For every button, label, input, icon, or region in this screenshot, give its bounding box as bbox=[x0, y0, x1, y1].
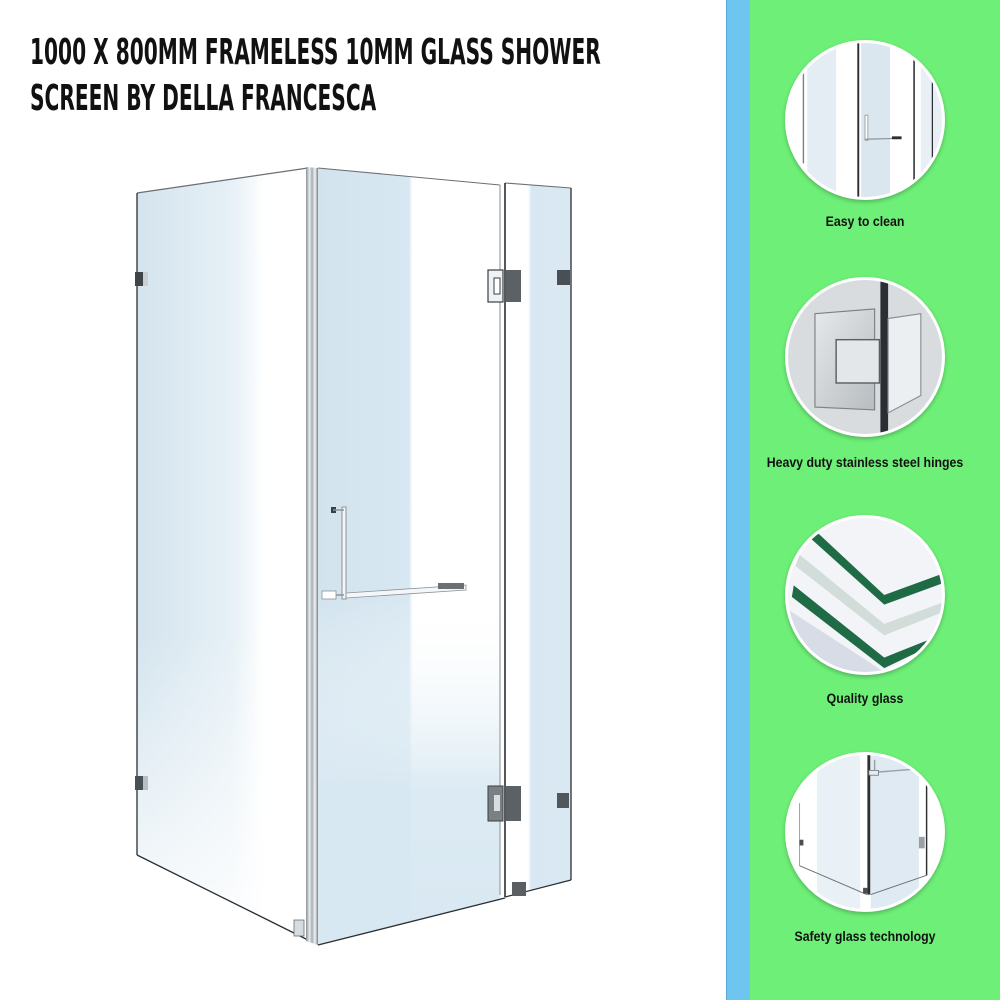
feature-label: Quality glass bbox=[826, 690, 904, 706]
right-fixed-panel bbox=[504, 182, 572, 898]
front-door-panel bbox=[317, 167, 506, 946]
corner-post bbox=[306, 167, 318, 945]
door-hinges bbox=[487, 269, 521, 822]
door-handle-towel-bar bbox=[321, 506, 467, 600]
shower-door-closeup-icon bbox=[785, 40, 945, 200]
product-image-area: 1000 x 800mm Frameless 10mm Glass Shower… bbox=[30, 32, 601, 946]
hinge-closeup-icon bbox=[785, 277, 945, 437]
product-title: 1000 x 800mm Frameless 10mm Glass Shower… bbox=[30, 30, 730, 122]
blue-accent-stripe bbox=[726, 0, 750, 1000]
feature-label: Safety glass technology bbox=[794, 928, 936, 944]
glass-layers-icon bbox=[785, 515, 945, 675]
left-fixed-panel bbox=[135, 167, 309, 941]
feature-label: Heavy duty stainless steel hinges bbox=[766, 454, 964, 470]
shower-corner-closeup-icon bbox=[785, 752, 945, 912]
product-title-line-1: 1000 x 800mm Frameless 10mm Glass Shower bbox=[30, 32, 601, 73]
product-title-line-2: Screen by Della Francesca bbox=[30, 78, 377, 119]
shower-enclosure-illustration bbox=[135, 167, 572, 946]
feature-label: Easy to clean bbox=[825, 213, 905, 229]
